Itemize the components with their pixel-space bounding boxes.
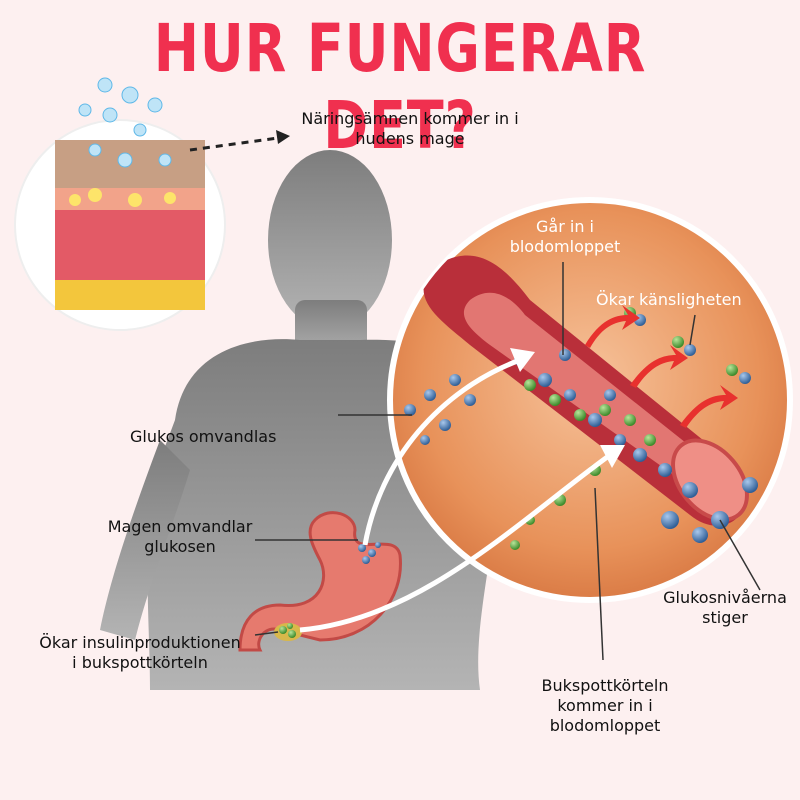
glucose-converted-label: Glukos omvandlas (130, 427, 277, 446)
flow-arrows (299, 357, 612, 633)
page-title: HUR FUNGERAR DET? (153, 10, 647, 164)
glucose-levels-label: Glukosnivåerna stiger (663, 588, 787, 627)
skin-cross-section (14, 77, 226, 331)
pancreas-label: Bukspottkörteln kommer in i blodomloppet (541, 676, 669, 735)
sensitivity-label: Ökar känsligheten (596, 290, 742, 309)
insulin-label: Ökar insulinproduktionen i bukspottkörte… (39, 633, 241, 672)
skin-label: Näringsämnen kommer in i hudens mage (301, 109, 519, 148)
blood-enter-label: Går in i blodomloppet (509, 217, 621, 256)
leader-lines (254, 262, 761, 661)
stomach-label: Magen omvandlar glukosen (107, 517, 253, 556)
dashed-arrow (189, 130, 290, 152)
blood-vessel-circle (387, 197, 793, 603)
